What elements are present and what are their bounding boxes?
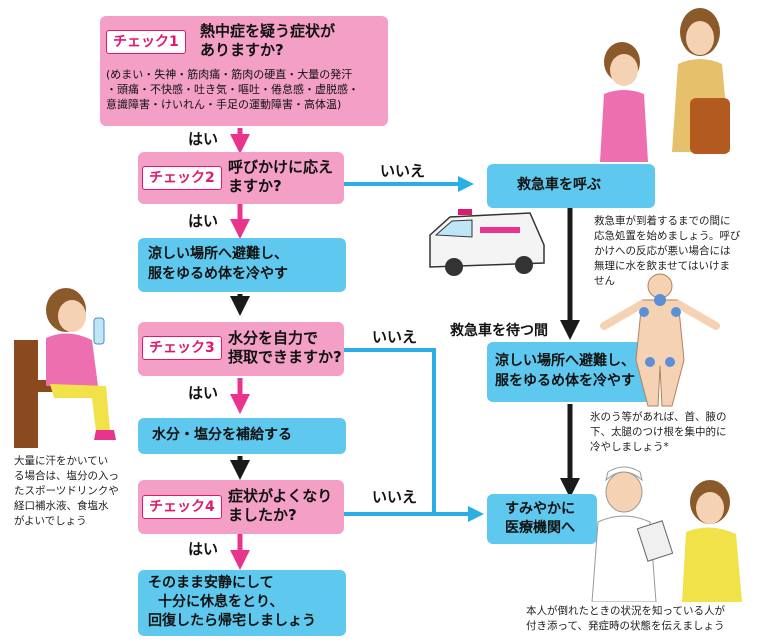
hospital-box: すみやかに 医療機関へ xyxy=(487,494,597,544)
check1-symptoms-line1: (めまい・失神・筋肉痛・筋肉の硬直・大量の発汗 xyxy=(106,68,353,81)
check2-question-line2: ますか? xyxy=(228,177,282,195)
sweat-note-line3: たスポーツドリンクや xyxy=(14,485,119,497)
ambulance-illustration xyxy=(429,209,545,276)
ambulance-note-line4: 無理に水を飲ませてはいけま xyxy=(594,260,730,272)
ambulance-note-line1: 救急車が到着するまでの間に xyxy=(594,215,731,227)
ambulance-note-line5: せん xyxy=(594,275,615,287)
check1-symptoms-line2: ・頭痛・不快感・吐き気・嘔吐・倦怠感・虚脱感・ xyxy=(106,83,359,96)
check3-question-line2: 摂取できますか? xyxy=(228,348,342,366)
no-label-1: いいえ xyxy=(380,162,426,180)
cool-down-line1: 涼しい場所へ避難し、 xyxy=(148,246,288,262)
sweat-note-line4: 経口補水液、食塩水 xyxy=(14,500,109,512)
rest-line1: そのまま安静にして xyxy=(148,575,274,591)
ice-note-line1: 氷のう等があれば、首、腋の xyxy=(590,411,727,423)
yes-label-4: はい xyxy=(188,540,219,558)
check1-symptoms-line3: 意識障害・けいれん・手足の運動障害・高体温) xyxy=(106,98,342,111)
waiting-label: 救急車を待つ間 xyxy=(450,323,548,339)
check2-badge: チェック2 xyxy=(142,166,222,190)
hydrate-text: 水分・塩分を補給する xyxy=(152,427,292,443)
rest-box: そのまま安静にして 十分に休息をとり、 回復したら帰宅しましょう xyxy=(138,570,346,636)
ambulance-note-line2: 応急処置を始めましょう。呼び xyxy=(594,230,741,242)
call-ambulance-text: 救急車を呼ぶ xyxy=(517,177,601,193)
body-diagram-illustration xyxy=(600,273,720,407)
hydrate-box: 水分・塩分を補給する xyxy=(138,418,346,454)
yes-label-3: はい xyxy=(188,384,219,402)
no-label-3: いいえ xyxy=(372,488,418,506)
sweat-note-line2: る場合は、塩分の入っ xyxy=(14,470,119,482)
check4-box: チェック4 症状がよくなり ましたか? xyxy=(138,480,344,534)
no-label-2: いいえ xyxy=(372,328,418,346)
women-illustration xyxy=(600,8,730,162)
nurse-illustration xyxy=(591,466,742,602)
arrow-check3-no xyxy=(344,348,436,514)
check3-box: チェック3 水分を自力で 摂取できますか? xyxy=(138,322,344,376)
yes-label-2: はい xyxy=(188,212,219,230)
cool-down2-line2: 服をゆるめ体を冷やす xyxy=(495,373,635,389)
check1-badge: チェック1 xyxy=(106,30,186,54)
sweat-note-line5: がよいでしょう xyxy=(14,515,87,527)
check3-question-line1: 水分を自力で xyxy=(228,329,319,347)
check1-question-line2: ありますか? xyxy=(200,41,284,59)
check2-question-line1: 呼びかけに応え xyxy=(228,158,334,176)
yes-label-1: はい xyxy=(188,130,219,148)
check1-question-line1: 熱中症を疑う症状が xyxy=(200,22,336,40)
cool-down2-box: 涼しい場所へ避難し、 服をゆるめ体を冷やす xyxy=(487,342,655,402)
sweat-note-line1: 大量に汗をかいてい xyxy=(14,455,109,467)
cool-down2-line1: 涼しい場所へ避難し、 xyxy=(495,353,635,369)
accompany-note-line2: 付き添って、発症時の状態を伝えましょう xyxy=(526,620,725,632)
check4-question-line1: 症状がよくなり xyxy=(228,487,333,505)
check1-box: チェック1 熱中症を疑う症状が ありますか? (めまい・失神・筋肉痛・筋肉の硬直… xyxy=(100,16,388,126)
call-ambulance-box: 救急車を呼ぶ xyxy=(487,164,655,208)
ambulance-note-line3: かけへの反応が悪い場合には xyxy=(594,245,731,257)
girl-drinking-illustration xyxy=(14,288,116,448)
check4-question-line2: ましたか? xyxy=(228,506,297,524)
hospital-line2: 医療機関へ xyxy=(505,520,575,536)
accompany-note-line1: 本人が倒れたときの状況を知っている人が xyxy=(526,605,725,617)
check2-box: チェック2 呼びかけに応え ますか? xyxy=(138,152,344,204)
cool-down-line2: 服をゆるめ体を冷やす xyxy=(148,266,288,282)
check3-badge: チェック3 xyxy=(142,336,222,360)
cool-down-box: 涼しい場所へ避難し、 服をゆるめ体を冷やす xyxy=(138,238,346,292)
check4-badge: チェック4 xyxy=(142,495,222,519)
hospital-line1: すみやかに xyxy=(505,501,575,517)
rest-line2: 十分に休息をとり、 xyxy=(158,594,284,610)
ice-note-line3: 冷やしましょう* xyxy=(590,441,669,453)
ice-note-line2: 下、太腿のつけ根を集中的に xyxy=(590,426,727,438)
rest-line3: 回復したら帰宅しましょう xyxy=(148,613,316,629)
